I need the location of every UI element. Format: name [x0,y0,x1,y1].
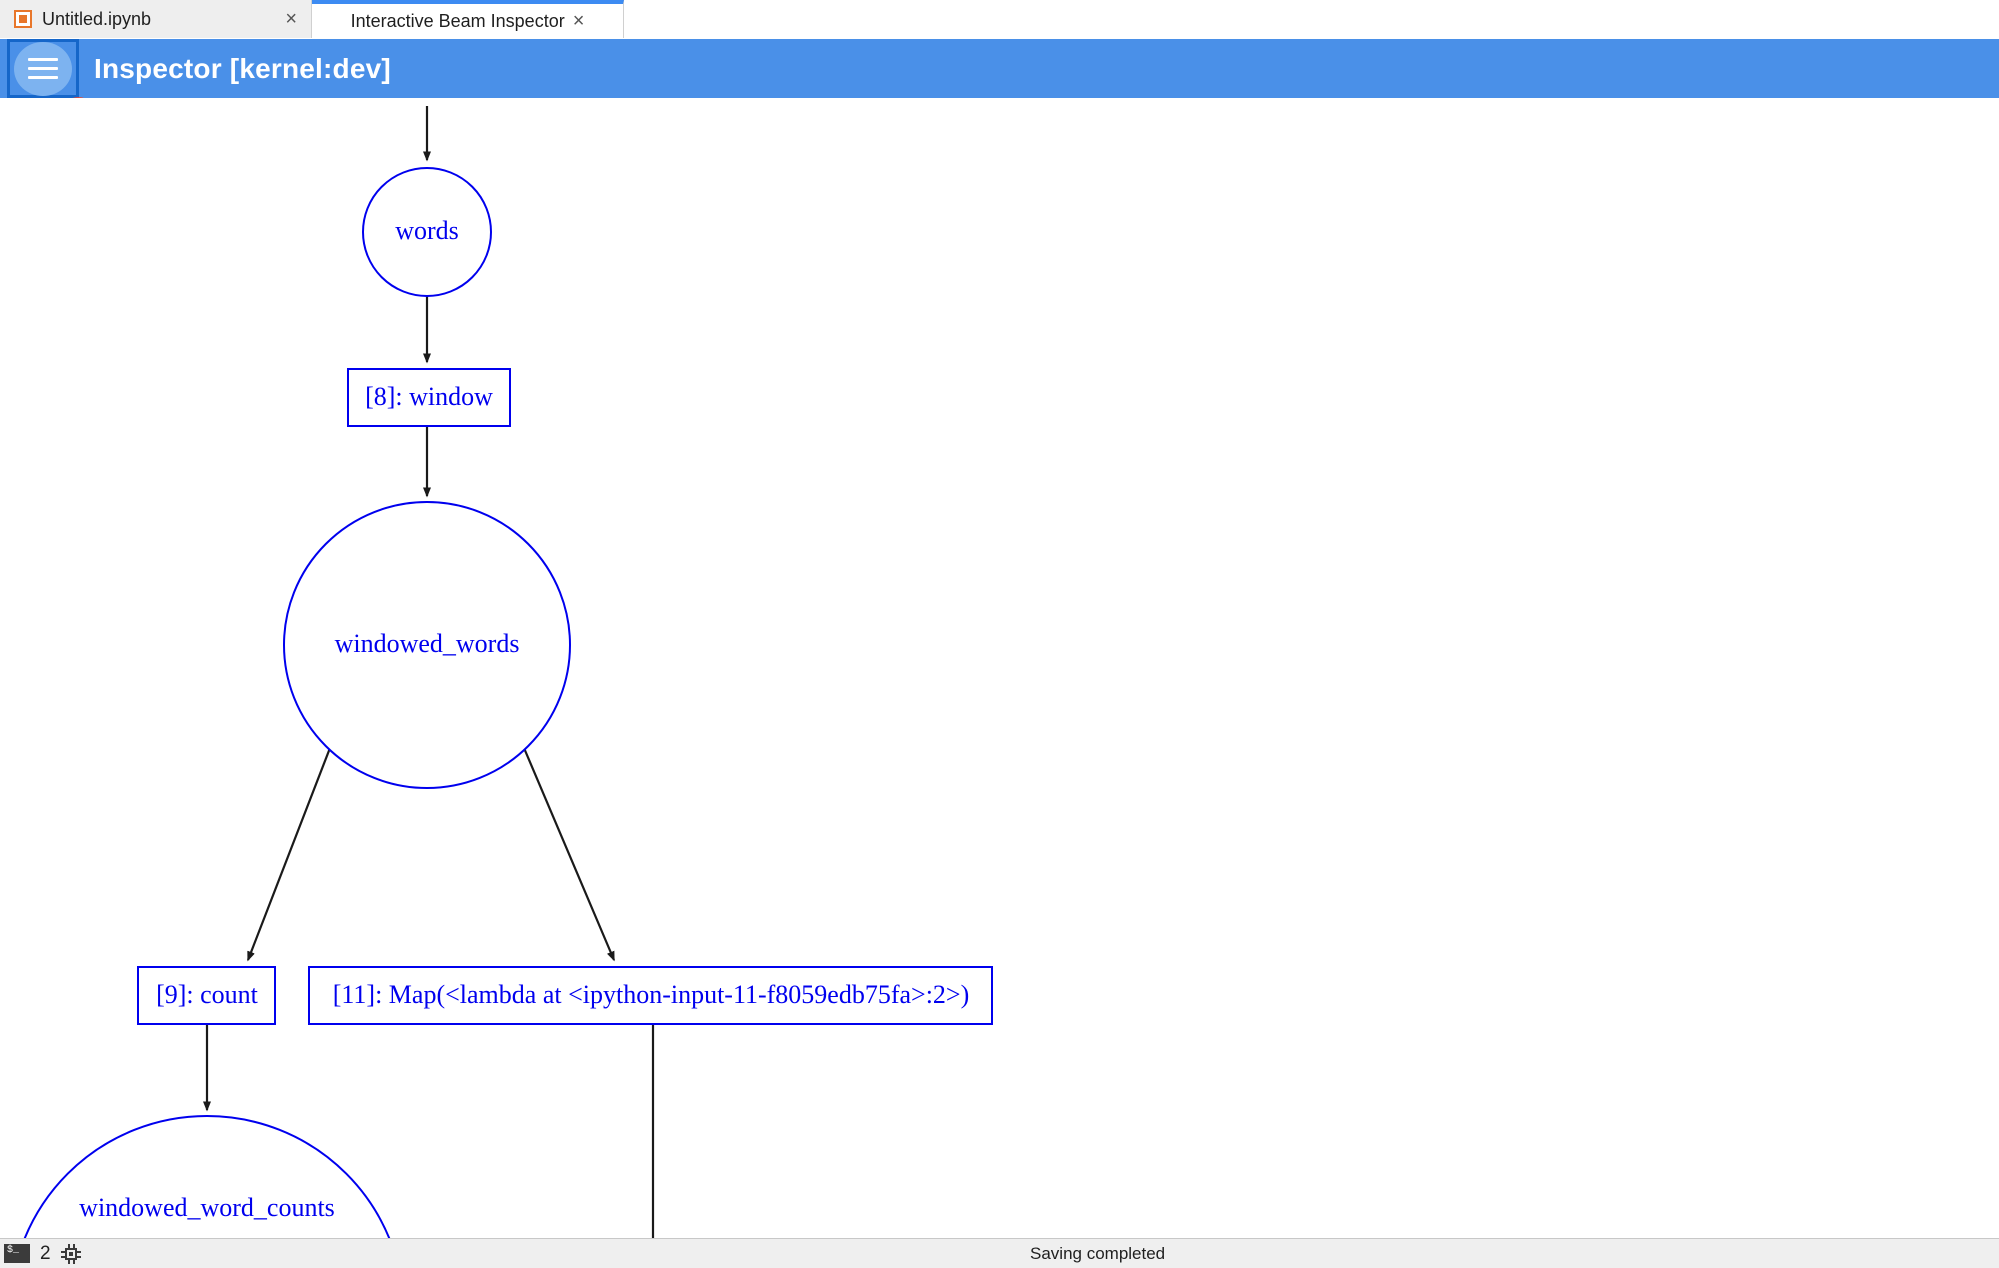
tab-label: Untitled.ipynb [42,8,152,29]
menu-toggle-button[interactable] [7,39,79,98]
cpu-chip-icon[interactable] [60,1243,81,1264]
status-message: Saving completed [1030,1243,1166,1263]
tab-label: Interactive Beam Inspector [350,10,565,31]
node-label: windowed_word_counts [79,1193,335,1222]
edge-windowed-words-to-count [246,747,332,962]
graph-node-windowed-word-counts[interactable]: windowed_word_counts [10,1115,404,1238]
graph-node-window[interactable]: [8]: window [347,368,511,427]
graph-node-map-lambda[interactable]: [11]: Map(<lambda at <ipython-input-11-f… [308,966,993,1025]
tab-bar: Untitled.ipynb × Interactive Beam Inspec… [0,0,1999,38]
node-label: words [395,216,459,245]
hamburger-icon [14,41,72,96]
edge-windowed-words-to-map [522,747,616,962]
close-icon[interactable]: × [285,8,297,30]
node-label: windowed_words [335,629,520,658]
kernel-count: 2 [40,1242,51,1264]
node-label: [11]: Map(<lambda at <ipython-input-11-f… [333,980,970,1009]
inspector-header [0,39,1999,98]
node-label: [9]: count [156,980,259,1009]
tab-bar-filler [624,0,1999,38]
page-title: Inspector [kernel:dev] [94,52,391,84]
close-icon[interactable]: × [572,10,585,32]
terminal-icon[interactable] [4,1244,30,1263]
pipeline-graph: words [8]: window windowed_words [9]: co… [10,106,993,1238]
node-label: [8]: window [365,382,493,411]
beam-pipeline-graph-canvas[interactable]: words [8]: window windowed_words [9]: co… [0,98,1999,1238]
tab-untitled-ipynb[interactable]: Untitled.ipynb × [0,0,312,38]
graph-node-count[interactable]: [9]: count [137,966,276,1025]
status-bar: 2 Saving completed [0,1238,1999,1268]
graph-node-words[interactable]: words [362,167,492,297]
tab-interactive-beam-inspector[interactable]: Interactive Beam Inspector × [312,0,624,38]
graph-node-windowed-words[interactable]: windowed_words [283,501,571,789]
notebook-icon [14,10,32,28]
